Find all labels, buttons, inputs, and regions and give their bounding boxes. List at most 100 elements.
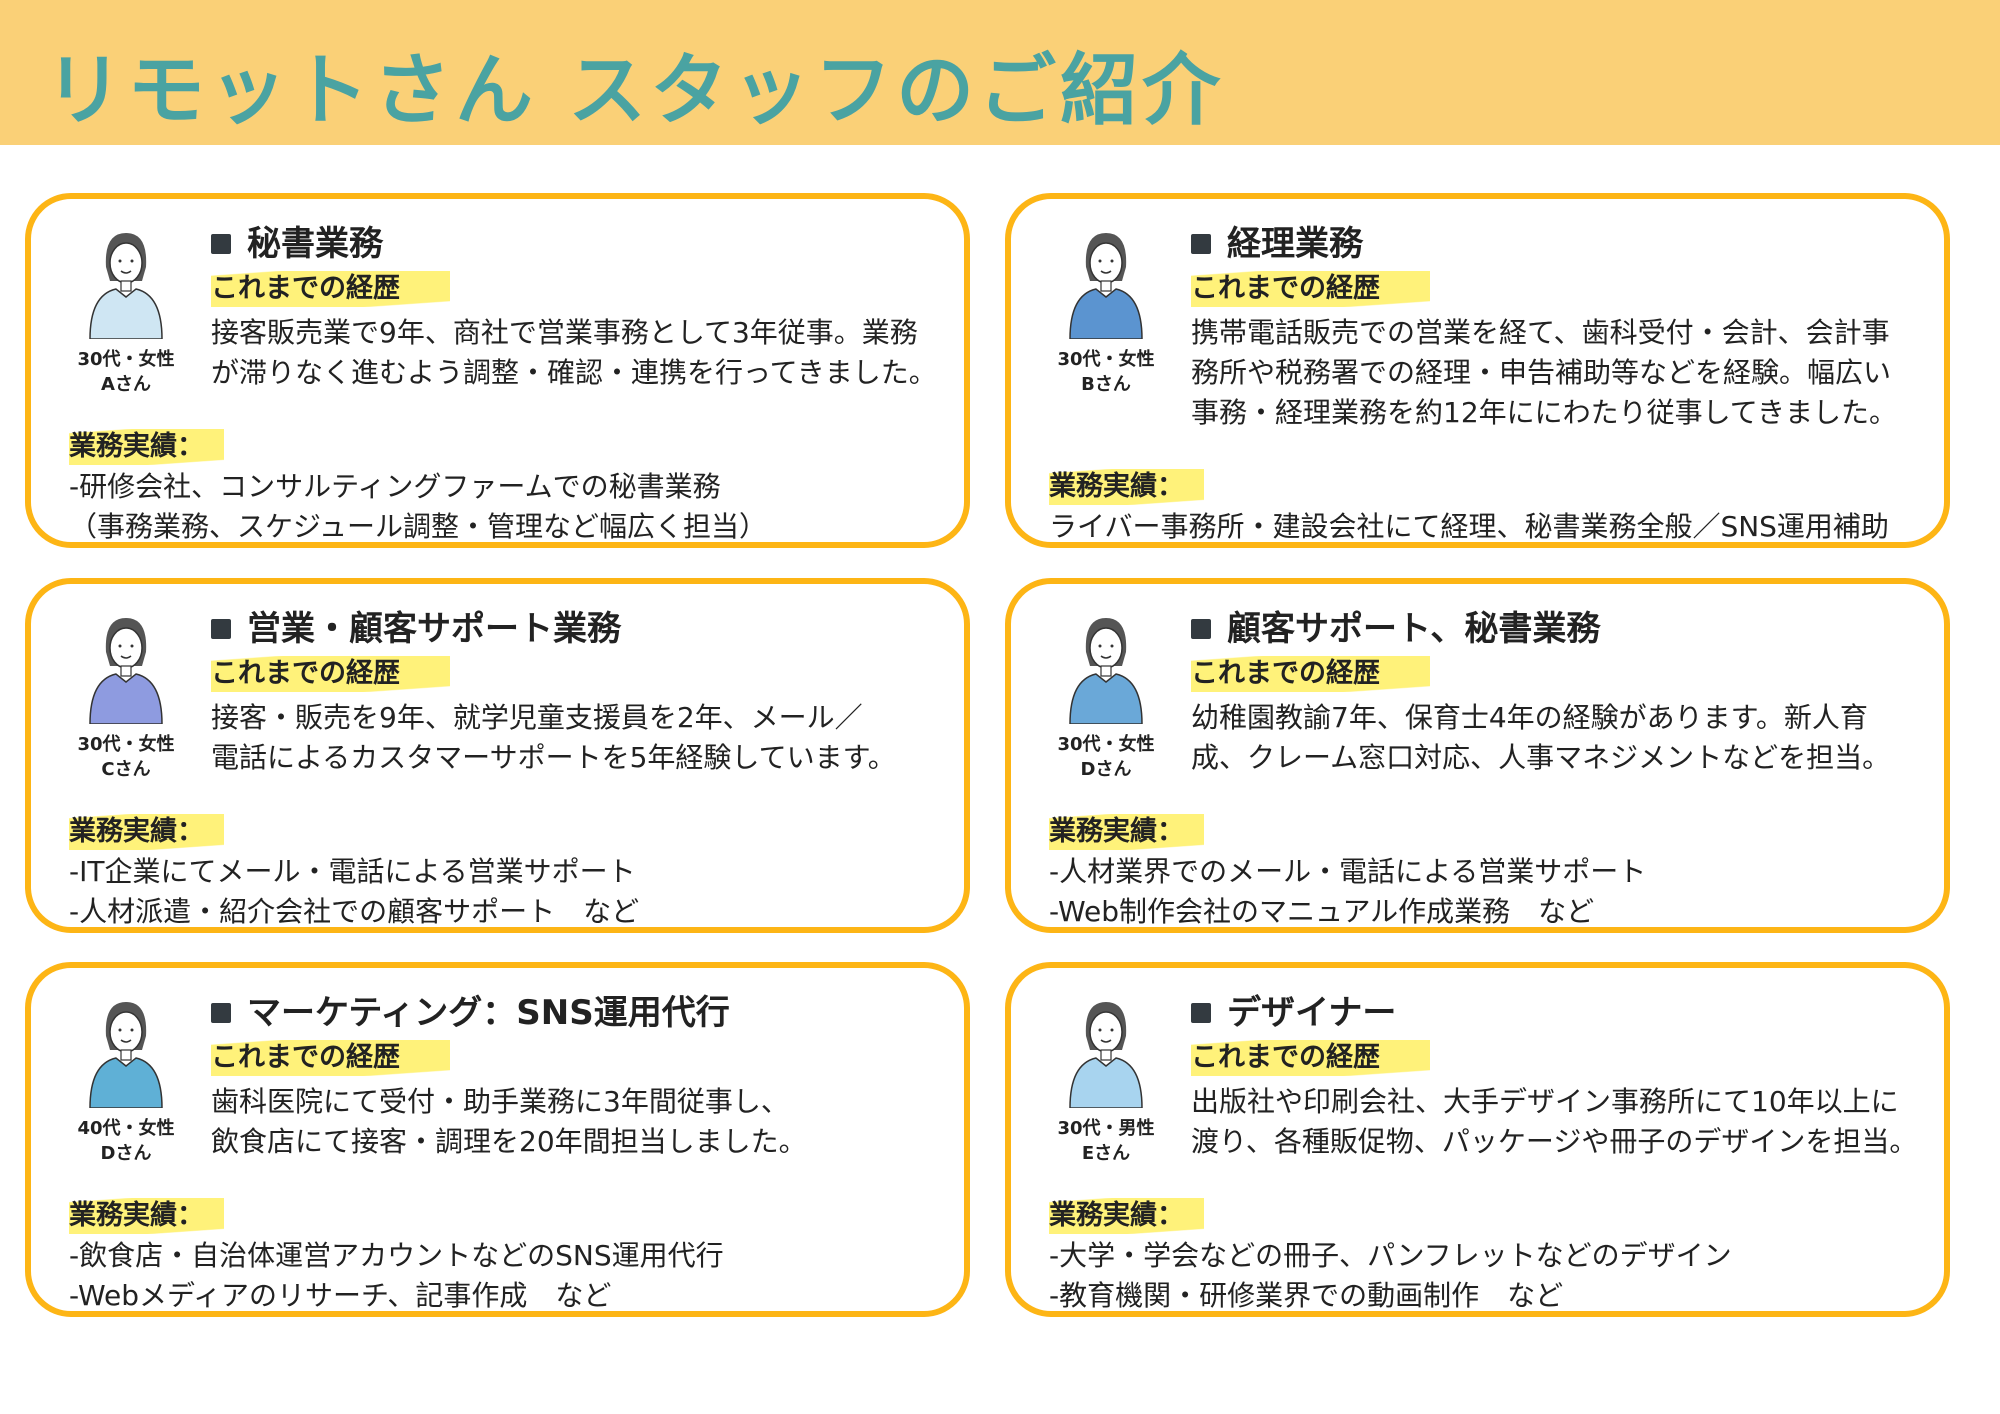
square-bullet-icon <box>211 234 231 254</box>
square-bullet-icon <box>1191 1003 1211 1023</box>
history-text: 出版社や印刷会社、大手デザイン事務所にて10年以上に渡り、各種販促物、パッケージ… <box>1191 1082 1924 1162</box>
role-title-text: デザイナー <box>1227 993 1397 1033</box>
staff-card: 30代・女性 Dさん 顧客サポート、秘書業務 これまでの経歴 幼稚園教諭7年、保… <box>1005 578 1950 933</box>
square-bullet-icon <box>1191 619 1211 639</box>
role-section: デザイナー これまでの経歴 出版社や印刷会社、大手デザイン事務所にて10年以上に… <box>1191 990 1924 1162</box>
staff-avatar: 30代・女性 Dさん <box>1051 612 1161 782</box>
role-title: 経理業務 <box>1191 221 1924 267</box>
role-section: 顧客サポート、秘書業務 これまでの経歴 幼稚園教諭7年、保育士4年の経験がありま… <box>1191 606 1924 778</box>
person-illustration-icon <box>1069 1002 1143 1108</box>
achievement-line: -IT企業にてメール・電話による営業サポート <box>69 855 636 888</box>
achievement-line: -Web制作会社のマニュアル作成業務 など <box>1049 895 1595 928</box>
staff-card: 30代・女性 Bさん 経理業務 これまでの経歴 携帯電話販売での営業を経て、歯科… <box>1005 193 1950 548</box>
history-label: これまでの経歴 <box>211 656 450 692</box>
staff-name: Bさん <box>1081 374 1131 395</box>
achievement-line: -大学・学会などの冊子、パンフレットなどのデザイン <box>1049 1239 1732 1272</box>
history-text: 幼稚園教諭7年、保育士4年の経験があります。新人育成、クレーム窓口対応、人事マネ… <box>1191 698 1924 778</box>
staff-name: Dさん <box>100 1143 152 1164</box>
history-text: 歯科医院にて受付・助手業務に3年間従事し、飲食店にて接客・調理を20年間担当しま… <box>211 1082 944 1162</box>
achievement-line: ライバー事務所・建設会社にて経理、秘書業務全般／SNS運用補助 <box>1049 510 1889 543</box>
staff-card: 30代・女性 Cさん 営業・顧客サポート業務 これまでの経歴 接客・販売を9年、… <box>25 578 970 933</box>
history-line: 電話によるカスタマーサポートを5年経験しています。 <box>211 741 896 774</box>
staff-age-gender: 30代・女性 <box>77 734 175 755</box>
history-line: 接客販売業で9年、商社で営業事務として3年従事。業務 <box>211 316 918 349</box>
staff-name: Dさん <box>1080 759 1132 780</box>
achievements-section: 業務実績： -研修会社、コンサルティングファームでの秘書業務 （事務業務、スケジュ… <box>69 429 944 547</box>
role-title: 顧客サポート、秘書業務 <box>1191 606 1924 652</box>
square-bullet-icon <box>1191 234 1211 254</box>
staff-card: 30代・女性 Aさん 秘書業務 これまでの経歴 接客販売業で9年、商社で営業事務… <box>25 193 970 548</box>
achievement-line: -人材業界でのメール・電話による営業サポート <box>1049 855 1647 888</box>
history-label: これまでの経歴 <box>1191 656 1430 692</box>
staff-age-gender: 30代・女性 <box>1057 349 1155 370</box>
achievements-label: 業務実績： <box>1049 814 1204 850</box>
person-illustration-icon <box>89 1002 163 1108</box>
achievement-line: -人材派遣・紹介会社での顧客サポート など <box>69 895 640 928</box>
staff-avatar: 30代・女性 Bさん <box>1051 227 1161 397</box>
achievements-label: 業務実績： <box>1049 1198 1204 1234</box>
staff-avatar: 30代・女性 Aさん <box>71 227 181 397</box>
achievements-label: 業務実績： <box>1049 469 1204 505</box>
history-text: 接客・販売を9年、就学児童支援員を2年、メール／ 電話によるカスタマーサポートを5… <box>211 698 944 778</box>
staff-age-gender: 30代・男性 <box>1057 1118 1155 1139</box>
person-illustration-icon <box>89 233 163 339</box>
history-label: これまでの経歴 <box>1191 271 1430 307</box>
achievements-section: 業務実績： -飲食店・自治体運営アカウントなどのSNS運用代行 -Webメディアの… <box>69 1198 944 1316</box>
staff-age-gender: 30代・女性 <box>1057 734 1155 755</box>
history-label: これまでの経歴 <box>1191 1040 1430 1076</box>
history-line: 歯科医院にて受付・助手業務に3年間従事し、 <box>211 1085 789 1118</box>
square-bullet-icon <box>211 1003 231 1023</box>
achievement-line: -教育機関・研修業界での動画制作 など <box>1049 1279 1564 1312</box>
history-label: これまでの経歴 <box>211 1040 450 1076</box>
header-banner: リモットさん スタッフのご紹介 <box>0 0 2000 145</box>
page-title: リモットさん スタッフのご紹介 <box>45 46 1225 136</box>
achievements-label: 業務実績： <box>69 1198 224 1234</box>
achievements-section: 業務実績： ライバー事務所・建設会社にて経理、秘書業務全般／SNS運用補助 <box>1049 469 1924 547</box>
role-title-text: 秘書業務 <box>247 224 383 264</box>
staff-age-gender: 40代・女性 <box>77 1118 175 1139</box>
staff-name: Aさん <box>101 374 151 395</box>
staff-avatar: 30代・男性 Eさん <box>1051 996 1161 1166</box>
staff-card: 40代・女性 Dさん マーケティング：SNS運用代行 これまでの経歴 歯科医院に… <box>25 962 970 1317</box>
role-title-text: 営業・顧客サポート業務 <box>247 609 621 649</box>
achievements-label: 業務実績： <box>69 814 224 850</box>
history-line: 事務・経理業務を約12年ににわたり従事してきました。 <box>1191 396 1897 429</box>
square-bullet-icon <box>211 619 231 639</box>
history-line: 幼稚園教諭7年、保育士4年の経験があります。新人育 <box>1191 701 1868 734</box>
person-illustration-icon <box>89 618 163 724</box>
staff-avatar: 30代・女性 Cさん <box>71 612 181 782</box>
role-title-text: 経理業務 <box>1227 224 1363 264</box>
achievement-line: -飲食店・自治体運営アカウントなどのSNS運用代行 <box>69 1239 724 1272</box>
person-illustration-icon <box>1069 233 1143 339</box>
role-section: マーケティング：SNS運用代行 これまでの経歴 歯科医院にて受付・助手業務に3年… <box>211 990 944 1162</box>
achievements-section: 業務実績： -人材業界でのメール・電話による営業サポート -Web制作会社のマニュ… <box>1049 814 1924 932</box>
role-title: マーケティング：SNS運用代行 <box>211 990 944 1036</box>
history-label: これまでの経歴 <box>211 271 450 307</box>
history-line: 接客・販売を9年、就学児童支援員を2年、メール／ <box>211 701 863 734</box>
achievements-section: 業務実績： -大学・学会などの冊子、パンフレットなどのデザイン -教育機関・研修業… <box>1049 1198 1924 1316</box>
achievements-section: 業務実績： -IT企業にてメール・電話による営業サポート -人材派遣・紹介会社での… <box>69 814 944 932</box>
history-line: 飲食店にて接客・調理を20年間担当しました。 <box>211 1125 807 1158</box>
staff-name: Eさん <box>1081 1143 1131 1164</box>
role-section: 営業・顧客サポート業務 これまでの経歴 接客・販売を9年、就学児童支援員を2年、… <box>211 606 944 778</box>
staff-card: 30代・男性 Eさん デザイナー これまでの経歴 出版社や印刷会社、大手デザイン… <box>1005 962 1950 1317</box>
staff-age-gender: 30代・女性 <box>77 349 175 370</box>
history-line: 出版社や印刷会社、大手デザイン事務所にて10年以上に <box>1191 1085 1899 1118</box>
history-text: 携帯電話販売での営業を経て、歯科受付・会計、会計事務所や税務署での経理・申告補助… <box>1191 313 1924 433</box>
role-title-text: マーケティング：SNS運用代行 <box>247 993 730 1033</box>
history-line: 成、クレーム窓口対応、人事マネジメントなどを担当。 <box>1191 741 1891 774</box>
achievement-line: -Webメディアのリサーチ、記事作成 など <box>69 1279 612 1312</box>
history-line: が滞りなく進むよう調整・確認・連携を行ってきました。 <box>211 356 937 389</box>
role-title: 営業・顧客サポート業務 <box>211 606 944 652</box>
role-title: デザイナー <box>1191 990 1924 1036</box>
achievements-label: 業務実績： <box>69 429 224 465</box>
history-line: 携帯電話販売での営業を経て、歯科受付・会計、会計事 <box>1191 316 1890 349</box>
achievement-line: -研修会社、コンサルティングファームでの秘書業務 <box>69 470 721 503</box>
role-title: 秘書業務 <box>211 221 944 267</box>
achievement-line: （事務業務、スケジュール調整・管理など幅広く担当） <box>69 510 768 543</box>
history-text: 接客販売業で9年、商社で営業事務として3年従事。業務が滞りなく進むよう調整・確認… <box>211 313 944 393</box>
history-line: 渡り、各種販促物、パッケージや冊子のデザインを担当。 <box>1191 1125 1918 1158</box>
role-section: 経理業務 これまでの経歴 携帯電話販売での営業を経て、歯科受付・会計、会計事務所… <box>1191 221 1924 433</box>
role-title-text: 顧客サポート、秘書業務 <box>1227 609 1601 649</box>
staff-avatar: 40代・女性 Dさん <box>71 996 181 1166</box>
